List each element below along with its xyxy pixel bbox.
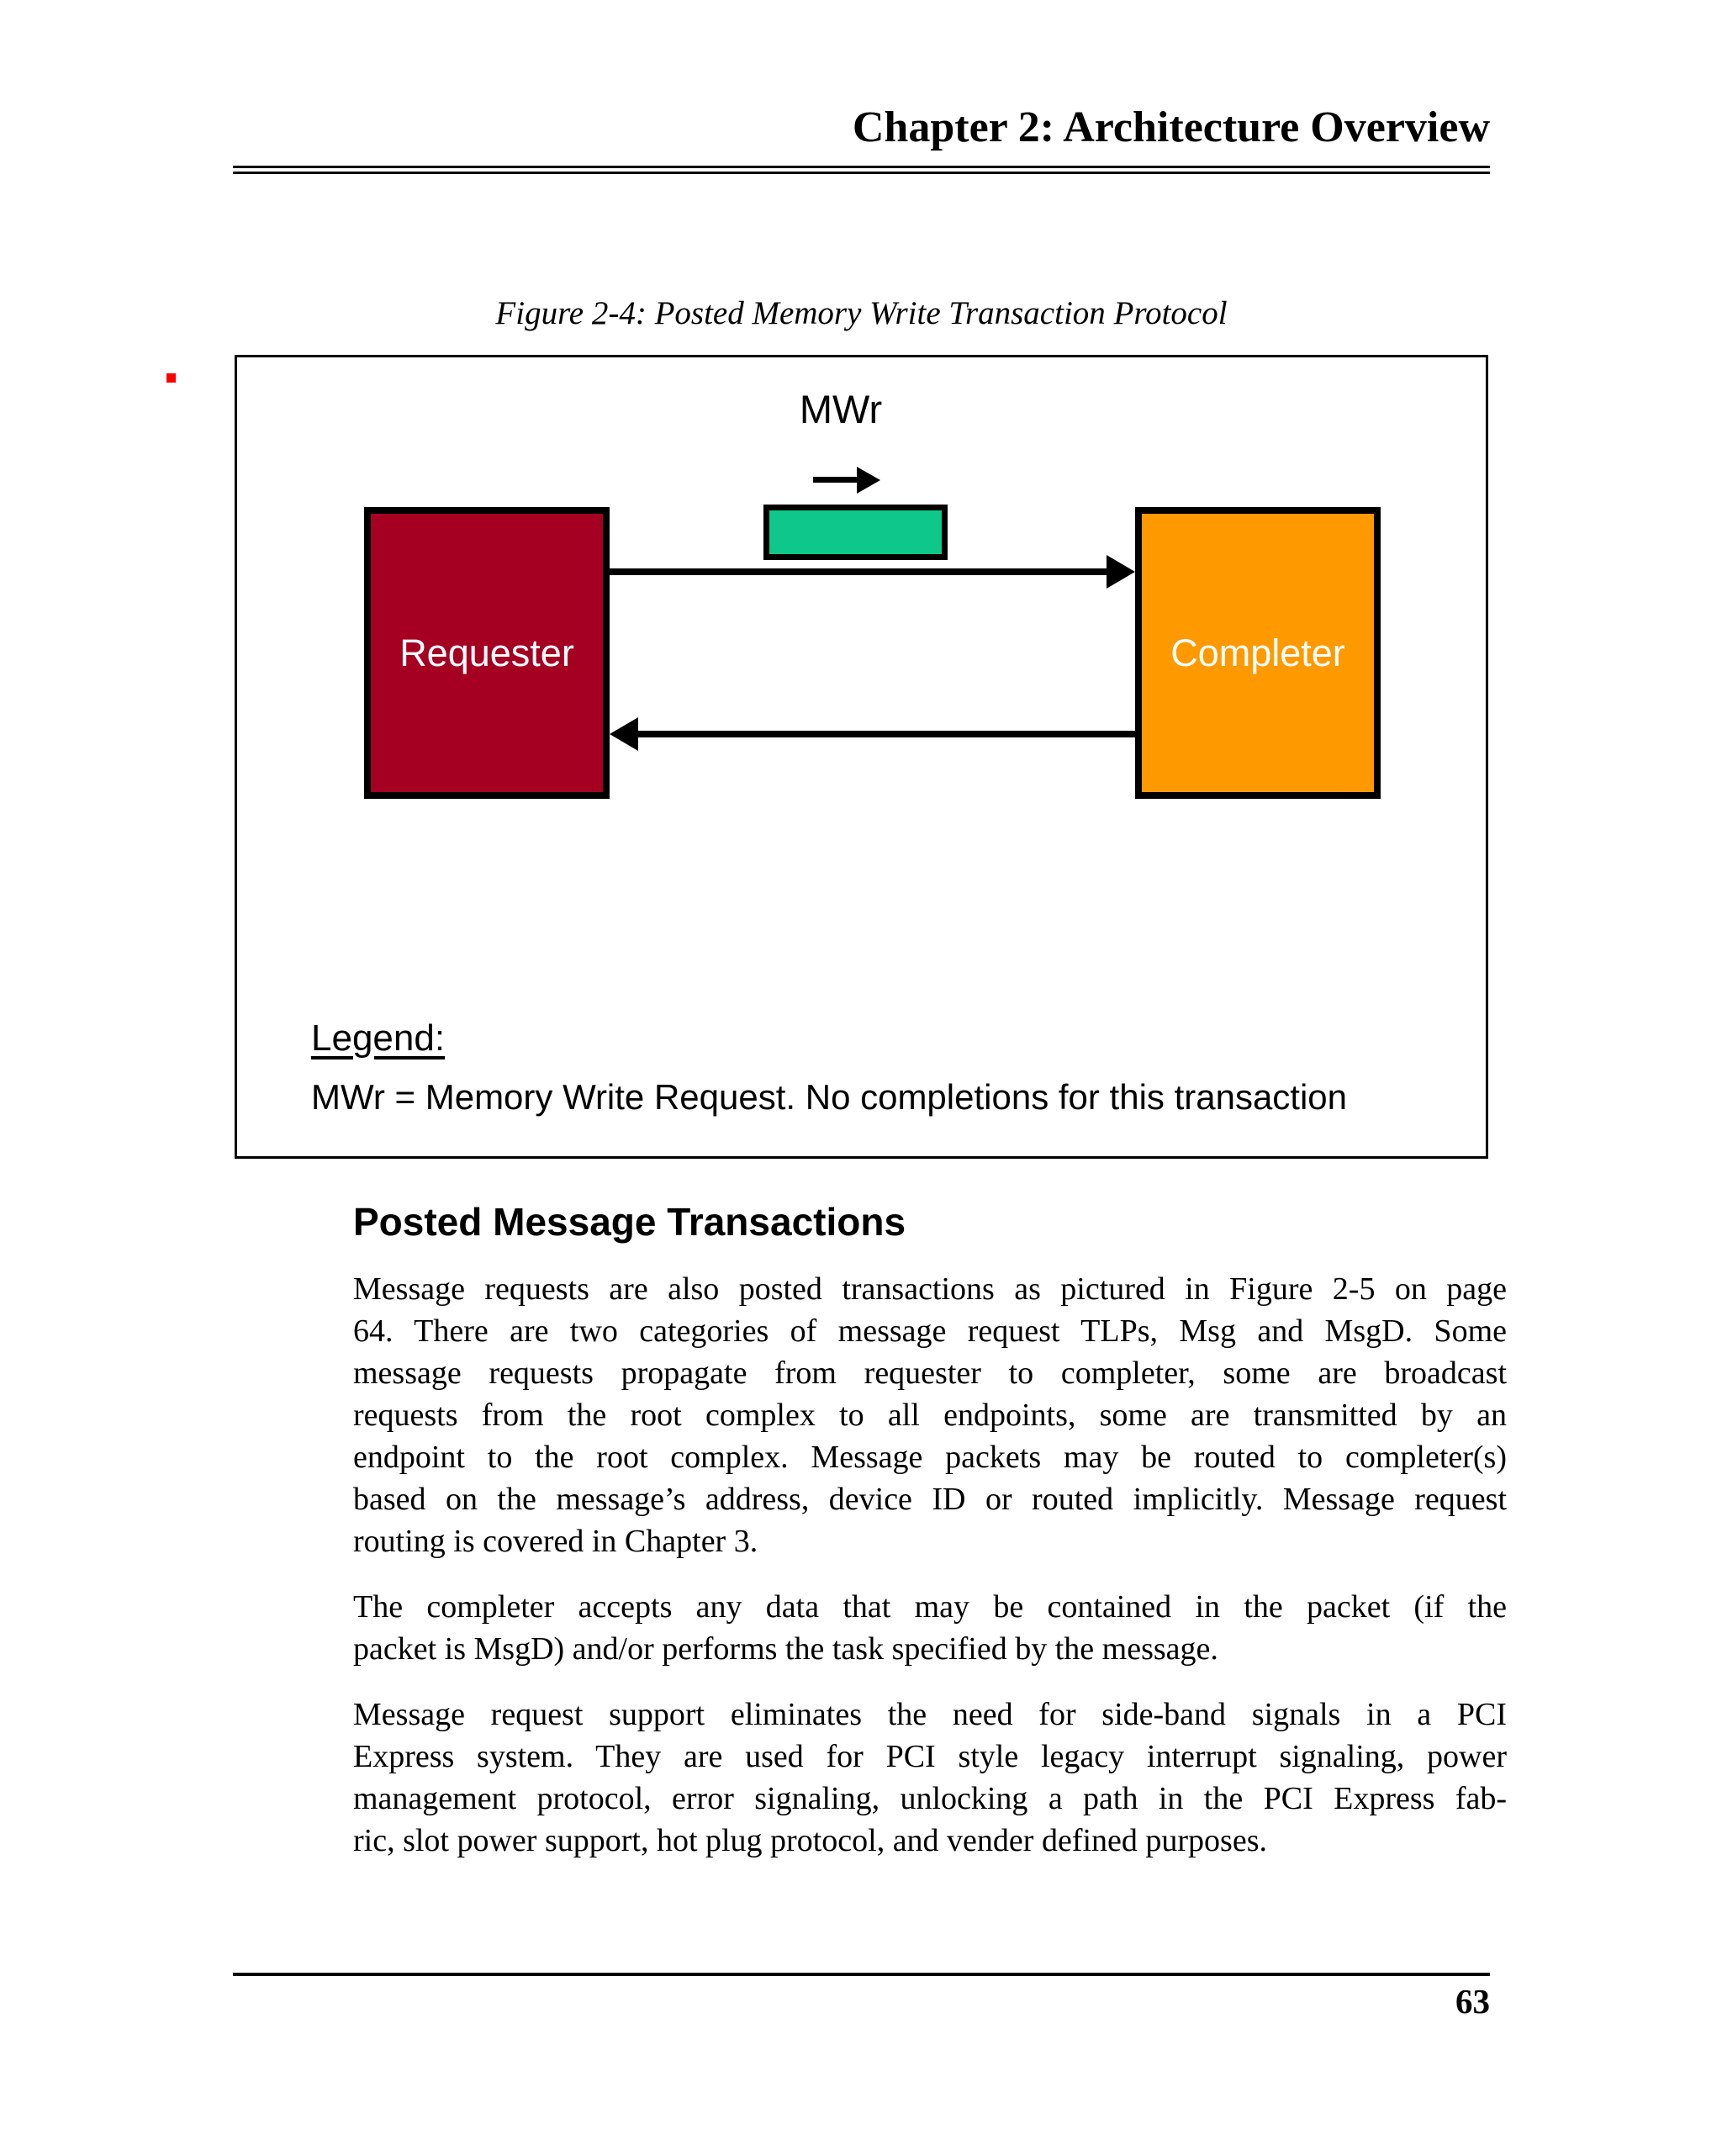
requester-label: Requester (399, 631, 574, 674)
completer-label: Completer (1170, 631, 1345, 674)
request-arrow-head-icon (1107, 555, 1135, 589)
mwr-packet-label: MWr (799, 387, 883, 431)
text-line: Express system. They are used for PCI st… (353, 1739, 1507, 1774)
text-line: Message requests are also posted transac… (353, 1271, 1507, 1307)
requester-box: Requester (364, 507, 610, 799)
figure-caption: Figure 2-4: Posted Memory Write Transact… (495, 295, 1228, 331)
paragraph-2: The completer accepts any data that may … (353, 1586, 1507, 1670)
section-heading: Posted Message Transactions (353, 1200, 906, 1244)
return-arrow-head-icon (610, 717, 638, 751)
chapter-header: Chapter 2: Architecture Overview (852, 103, 1490, 151)
red-square-marker (166, 373, 176, 383)
legend-title: Legend: (311, 1017, 446, 1059)
paragraph-1: Message requests are also posted transac… (353, 1268, 1507, 1562)
mwr-packet-box (763, 505, 948, 560)
body-text: Message requests are also posted transac… (353, 1268, 1507, 1885)
text-line: routing is covered in Chapter 3. (353, 1524, 758, 1559)
text-line: Message request support eliminates the n… (353, 1697, 1507, 1732)
completer-box: Completer (1135, 507, 1381, 799)
text-line: ric, slot power support, hot plug protoc… (353, 1823, 1267, 1858)
header-double-rule (233, 166, 1490, 174)
figure-frame: MWr Requester Completer Legend: MWr = Me… (235, 355, 1488, 1159)
text-line: 64. There are two categories of message … (353, 1313, 1507, 1349)
text-line: The completer accepts any data that may … (353, 1589, 1507, 1625)
footer-rule (233, 1973, 1490, 1976)
page-number: 63 (1455, 1982, 1490, 2021)
text-line: management protocol, error signaling, un… (353, 1781, 1507, 1816)
mwr-direction-arrow-line (813, 477, 857, 483)
text-line: requests from the root complex to all en… (353, 1398, 1507, 1433)
text-line: endpoint to the root complex. Message pa… (353, 1440, 1507, 1475)
return-arrow-line (638, 731, 1135, 737)
paragraph-3: Message request support eliminates the n… (353, 1694, 1507, 1862)
mwr-direction-arrow-head-icon (857, 467, 880, 494)
text-line: message requests propagate from requeste… (353, 1355, 1507, 1391)
text-line: based on the message’s address, device I… (353, 1482, 1507, 1517)
request-arrow-line (610, 568, 1107, 575)
legend-text: MWr = Memory Write Request. No completio… (311, 1077, 1348, 1117)
text-line: packet is MsgD) and/or performs the task… (353, 1631, 1218, 1667)
